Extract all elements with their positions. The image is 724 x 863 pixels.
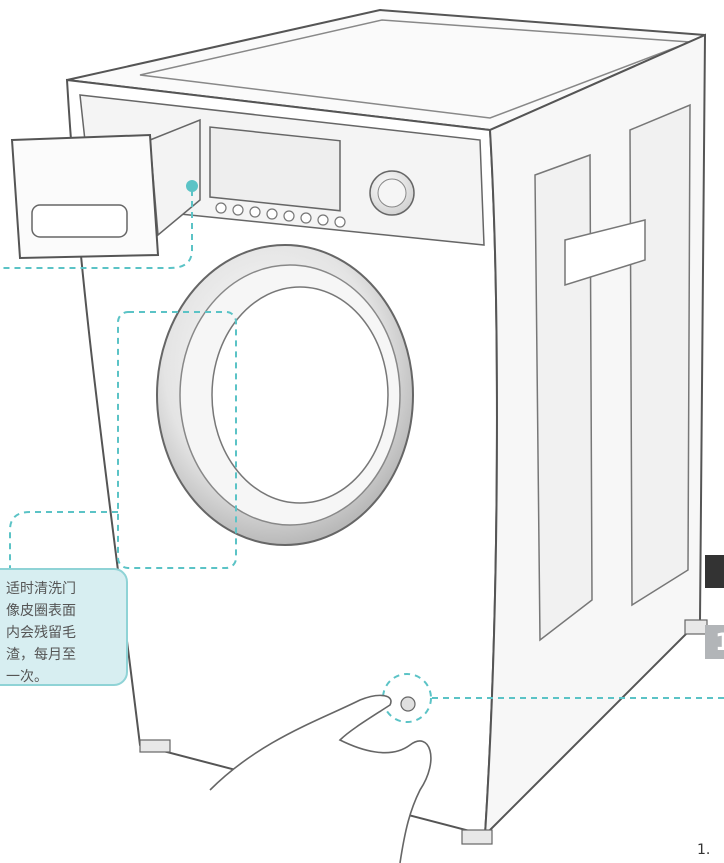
section-tab-number: 1	[705, 625, 724, 659]
cleaning-tip-callout: 适时清洗门 像皮圈表面 内会残留毛 渣，每月至 一次。	[0, 568, 128, 686]
display-window	[210, 127, 340, 211]
footnote-text: 1.	[697, 842, 710, 858]
tip-line-5: 一次。	[6, 666, 118, 688]
section-tab-dark	[705, 555, 724, 588]
door-glass	[212, 287, 388, 503]
tip-line-4: 渣，每月至	[6, 644, 118, 666]
seal-leader-line	[10, 512, 118, 568]
tip-line-3: 内会残留毛	[6, 622, 118, 644]
tip-line-1: 适时清洗门	[6, 578, 118, 600]
tip-line-2: 像皮圈表面	[6, 600, 118, 622]
